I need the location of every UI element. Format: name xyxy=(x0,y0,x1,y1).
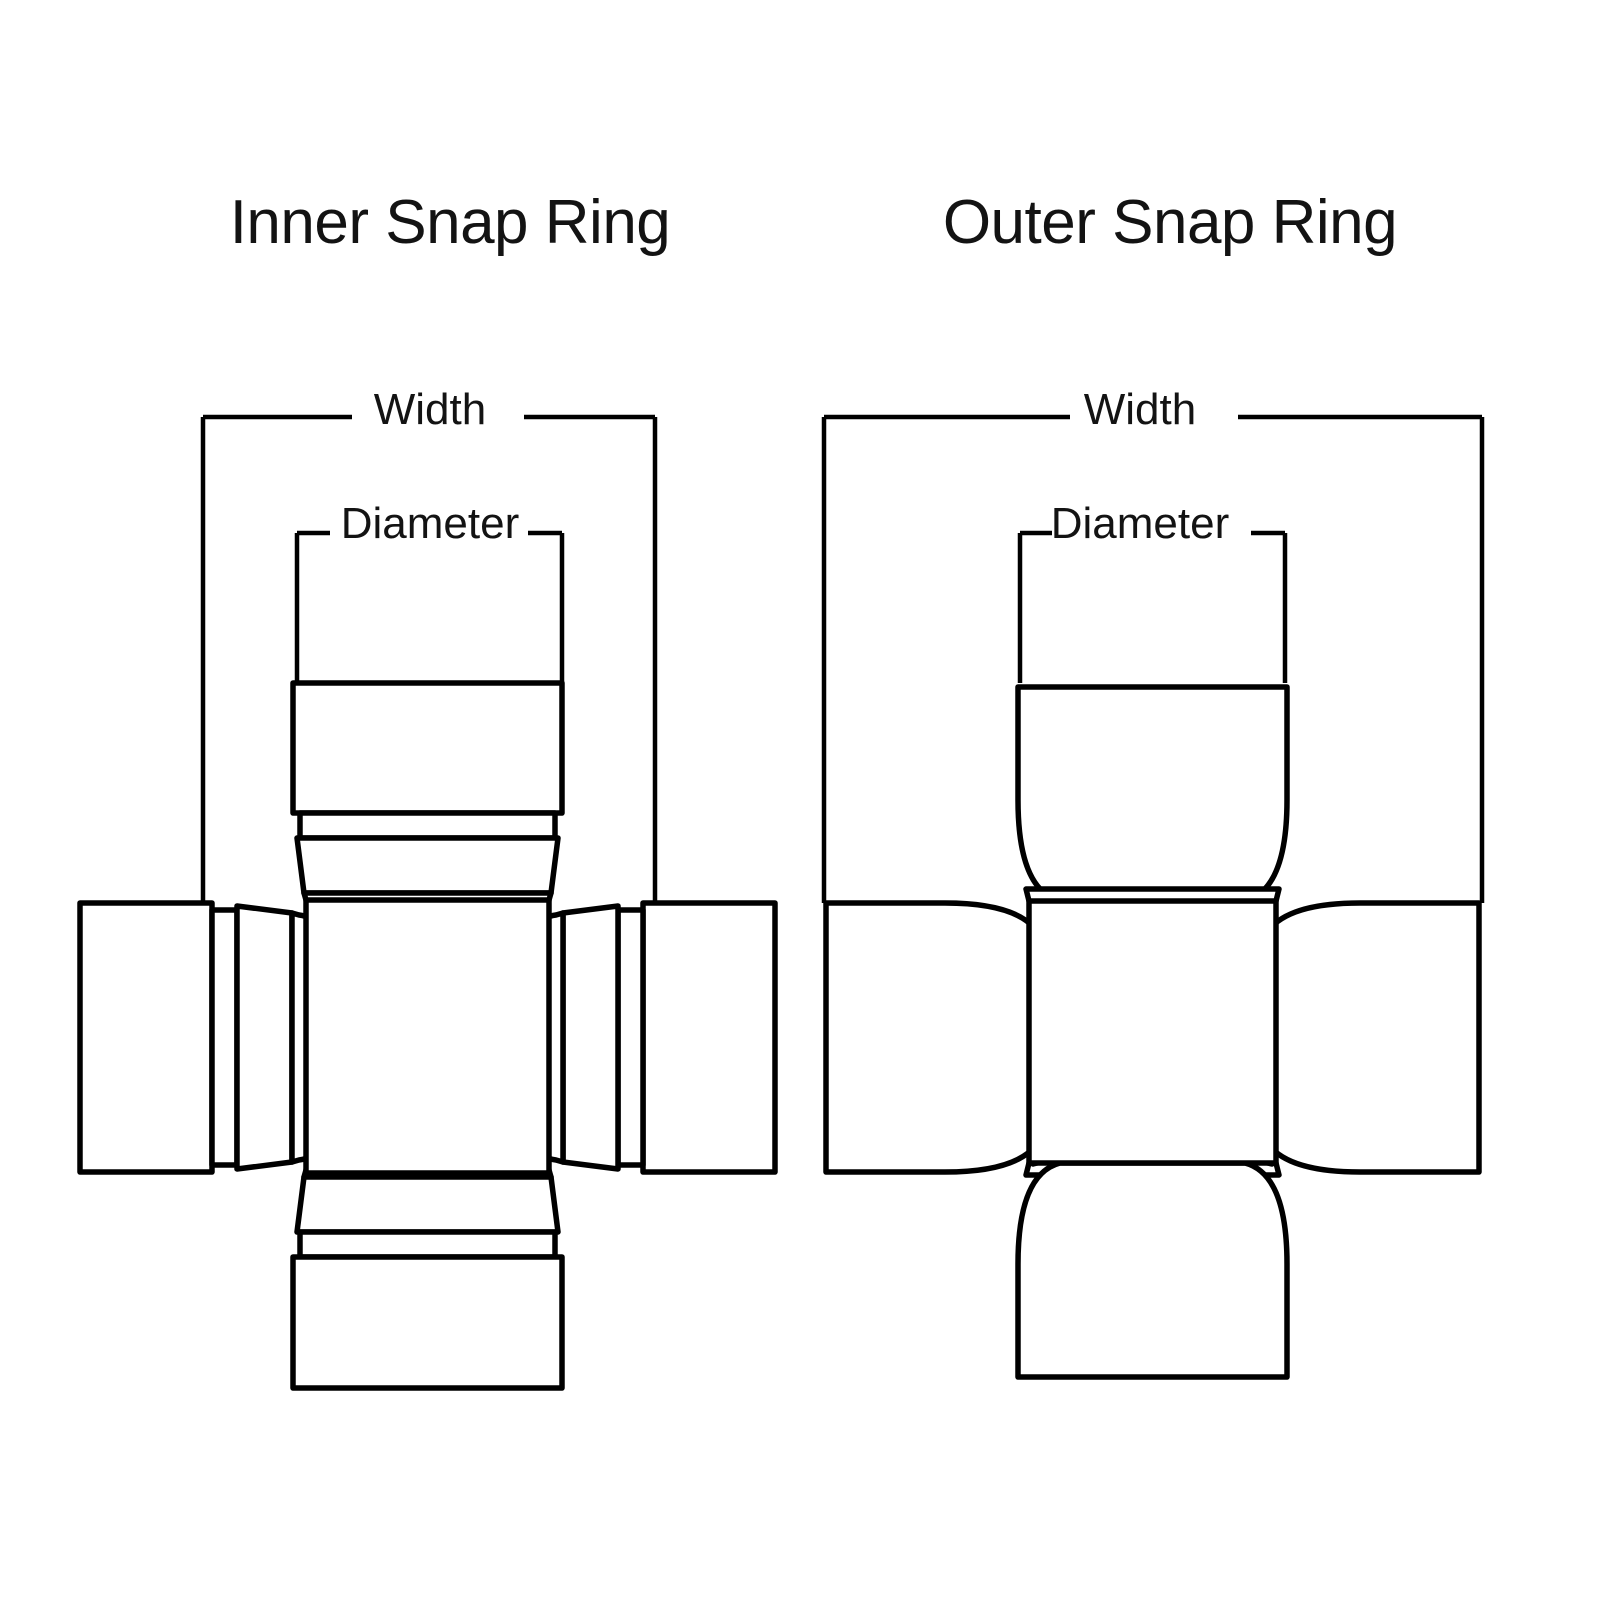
cap-top-barrel xyxy=(290,680,565,816)
cap-right-snapring-groove xyxy=(615,907,646,1168)
dimension-label-diameter-left: Diameter xyxy=(340,499,520,548)
cap-left-shoulder xyxy=(234,903,295,1172)
bearing-cap-left-left-panel xyxy=(77,900,326,1175)
bearing-cap-bottom-left-panel xyxy=(290,1143,565,1391)
diameter-dimension-right xyxy=(1017,530,1288,683)
panel-title-inner-snap-ring: Inner Snap Ring xyxy=(229,188,671,257)
cap-left-barrel xyxy=(77,900,215,1175)
diameter-dimension-left xyxy=(294,530,565,693)
dimension-label-diameter-right: Diameter xyxy=(1050,499,1230,548)
cross-hub-center-right-panel xyxy=(1026,898,1279,1166)
cap-bottom-barrel xyxy=(290,1254,565,1391)
bearing-cap-top-right-panel xyxy=(1015,684,1290,915)
bearing-cap-right-left-panel xyxy=(529,900,778,1175)
outer-snap-ring-drawing xyxy=(821,414,1485,1380)
cap-right-barrel xyxy=(1258,900,1482,1175)
bearing-cap-bottom-right-panel xyxy=(1015,1149,1290,1380)
bearing-cap-top-left-panel xyxy=(290,680,565,928)
cap-bottom-shoulder xyxy=(294,1174,561,1235)
width-dimension-right xyxy=(821,414,1485,903)
bearing-cap-right-right-panel xyxy=(1246,900,1482,1175)
cap-right-shoulder xyxy=(560,903,621,1172)
cap-right-barrel xyxy=(640,900,778,1175)
inner-snap-ring-drawing xyxy=(77,414,778,1391)
dimension-label-width-left: Width xyxy=(373,385,487,434)
cap-left-barrel xyxy=(823,900,1047,1175)
cap-top-shoulder xyxy=(294,835,561,896)
cap-bottom-barrel xyxy=(1015,1160,1290,1380)
width-dimension-left xyxy=(200,414,658,903)
cap-top-snapring-groove xyxy=(297,810,558,841)
bearing-cap-left-right-panel xyxy=(823,900,1059,1175)
cap-bottom-snapring-groove xyxy=(297,1229,558,1260)
cap-left-snapring-groove xyxy=(209,907,240,1168)
cap-top-barrel xyxy=(1015,684,1290,904)
cross-hub-center-left-panel xyxy=(303,897,552,1176)
panel-title-outer-snap-ring: Outer Snap Ring xyxy=(942,188,1398,257)
dimension-label-width-right: Width xyxy=(1083,385,1197,434)
